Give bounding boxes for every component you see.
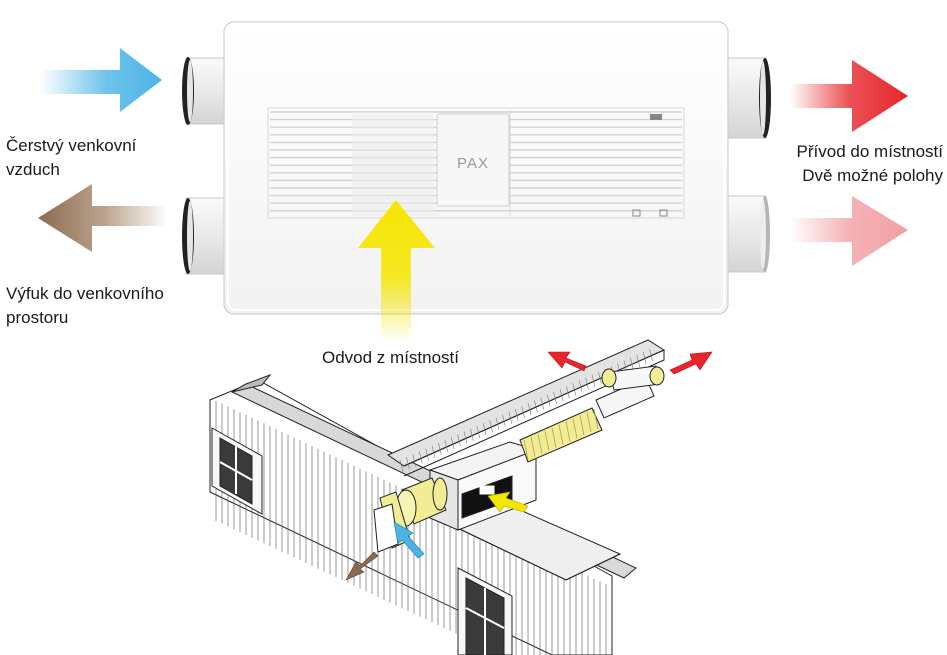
beam-ripple xyxy=(399,459,404,473)
duct-ring xyxy=(565,421,571,442)
beam-ripple xyxy=(444,440,449,453)
beam-ripple xyxy=(578,380,583,393)
duct-ring xyxy=(579,415,585,436)
beam-ripple xyxy=(463,431,468,444)
grille-filter-section xyxy=(352,112,434,216)
beam-ripple xyxy=(630,357,634,370)
beam-ripple xyxy=(642,352,647,365)
beam-ripple xyxy=(412,454,417,467)
fresh-air-label-line-1: Čerstvý venkovní xyxy=(6,136,137,155)
beam-ripple xyxy=(534,400,538,413)
duct-ring xyxy=(572,418,578,439)
beam-ripple xyxy=(649,349,653,362)
beam-ripple xyxy=(476,425,481,438)
exhaust-label-line-2: prostoru xyxy=(6,308,69,327)
exhaust-arrow xyxy=(38,184,168,252)
beam-ripple xyxy=(502,414,506,427)
beam-ripple xyxy=(566,386,570,399)
small-exhaust-arrow xyxy=(345,551,379,581)
beam-ripple xyxy=(527,403,532,416)
beam-ripple xyxy=(636,354,641,367)
beam-ripple xyxy=(540,397,545,410)
duct-ring xyxy=(537,433,543,454)
beam-ripple xyxy=(495,417,500,430)
beam-ripple xyxy=(559,388,564,402)
beam-ripple xyxy=(514,408,519,421)
beam-ripple xyxy=(546,394,551,407)
beam-ripple xyxy=(591,374,596,387)
duct-ring xyxy=(586,412,592,433)
small-supply-arrow-right xyxy=(669,351,713,375)
right-top-port xyxy=(721,57,771,139)
supply-label: Přívod do místností Dvě možné polohy xyxy=(797,140,943,188)
supply-label-line-2: Dvě možné polohy xyxy=(802,166,943,185)
beam-ripple xyxy=(438,442,442,456)
supply-label-line-1: Přívod do místností xyxy=(796,142,943,161)
beam-ripple xyxy=(521,405,525,419)
left-bottom-port xyxy=(182,197,229,275)
logo-panel xyxy=(436,113,510,207)
beam-ripple xyxy=(598,371,602,385)
installation-illustration xyxy=(209,339,666,655)
fresh-air-label: Čerstvý venkovní vzduch xyxy=(6,134,136,182)
front-grille xyxy=(267,107,685,219)
duct-ring xyxy=(544,430,550,451)
installation-arrows xyxy=(345,351,713,581)
window-left xyxy=(211,427,263,515)
beam-ripple xyxy=(482,423,487,436)
supply-alt-arrow xyxy=(790,196,908,266)
beam-ripple xyxy=(508,411,513,424)
beam-ripple xyxy=(431,445,436,458)
duct-ring xyxy=(558,424,564,445)
beam-ripple xyxy=(406,457,410,470)
duct-ring xyxy=(523,439,529,461)
beam-ripple xyxy=(450,437,455,450)
beam-ripple xyxy=(553,391,557,404)
beam-ripple xyxy=(470,428,474,441)
left-top-port xyxy=(182,57,229,125)
right-bottom-port xyxy=(721,195,770,273)
duct-ring xyxy=(530,436,536,457)
button-small-1 xyxy=(632,209,641,217)
beam-ripple xyxy=(572,383,577,396)
supply-arrow xyxy=(790,60,908,132)
exhaust-label: Výfuk do venkovního prostoru xyxy=(6,282,164,330)
brand-logo: PAX xyxy=(457,155,489,172)
fresh-air-label-line-2: vzduch xyxy=(6,160,60,179)
small-supply-arrow-left xyxy=(547,351,587,372)
extract-arrow xyxy=(358,200,435,342)
beam-ripple xyxy=(425,448,429,461)
indicator-led xyxy=(650,114,662,120)
beam-ripple xyxy=(585,377,589,390)
duct-ring xyxy=(551,427,557,448)
button-small-2 xyxy=(659,209,668,217)
ventilation-unit: PAX xyxy=(223,21,729,315)
window-right xyxy=(457,567,513,655)
exhaust-label-line-1: Výfuk do venkovního xyxy=(6,284,164,303)
beam-ripple xyxy=(418,451,423,464)
duct-ring xyxy=(593,408,599,430)
beam-ripple xyxy=(489,420,493,433)
small-fresh-arrow xyxy=(393,521,425,559)
small-extract-arrow xyxy=(487,491,529,513)
extract-label: Odvod z místností xyxy=(322,348,459,367)
grille-frame xyxy=(267,107,685,219)
fresh-air-arrow xyxy=(40,48,162,112)
beam-ripple xyxy=(457,434,461,447)
